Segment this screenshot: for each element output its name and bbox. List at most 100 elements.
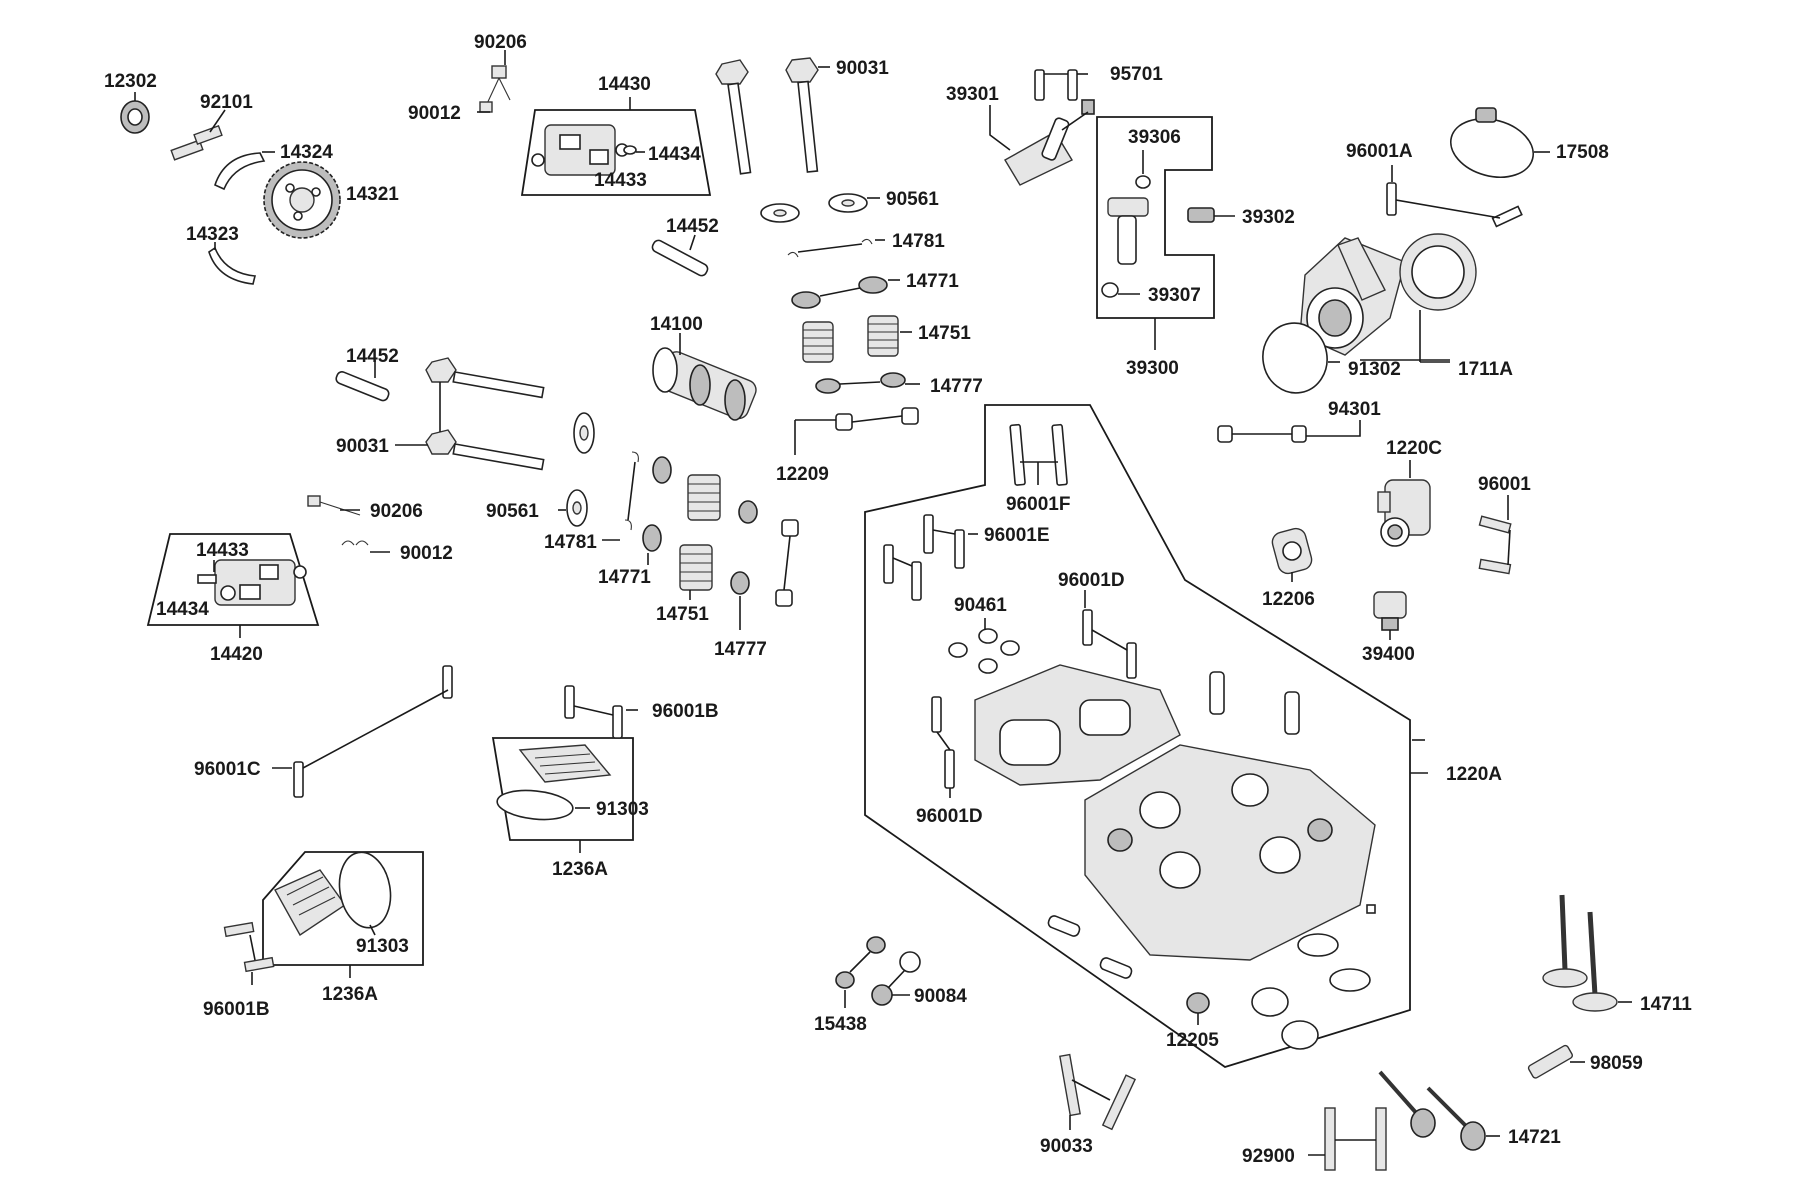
long-bolts-90031-left bbox=[425, 357, 545, 471]
label-14781-top: 14781 bbox=[892, 231, 945, 252]
studs-92900 bbox=[1324, 1107, 1387, 1171]
label-90084: 90084 bbox=[914, 986, 967, 1007]
label-39302: 39302 bbox=[1242, 207, 1295, 228]
o-ring-39306 bbox=[1135, 175, 1151, 189]
label-14771-top: 14771 bbox=[906, 271, 959, 292]
label-96001B-lower: 96001B bbox=[203, 999, 270, 1020]
label-14323: 14323 bbox=[186, 224, 239, 245]
frame-14430 bbox=[520, 109, 712, 196]
seal-ring-12302 bbox=[120, 100, 150, 134]
label-96001F: 96001F bbox=[1006, 494, 1070, 515]
retainer-14324 bbox=[214, 152, 266, 191]
label-90031-left: 90031 bbox=[336, 436, 389, 457]
valve-springs-14751-left bbox=[679, 474, 721, 591]
studs-90033 bbox=[1059, 1053, 1137, 1131]
label-12302: 12302 bbox=[104, 71, 157, 92]
bolts-96001B-upper bbox=[564, 685, 623, 739]
spark-plug-98059 bbox=[1527, 1044, 1574, 1079]
label-14420: 14420 bbox=[210, 644, 263, 665]
label-14433-top: 14433 bbox=[594, 170, 647, 191]
label-15438: 15438 bbox=[814, 1014, 867, 1035]
valve-seals-14777-top bbox=[815, 372, 906, 394]
cylinder-head-1220A bbox=[974, 664, 1376, 1050]
bolts-95701 bbox=[1034, 69, 1078, 101]
small-bolt-90206-top bbox=[479, 65, 511, 113]
valve-seals-14777-left bbox=[730, 500, 758, 595]
parts bbox=[120, 50, 1632, 1171]
plug-15438 bbox=[835, 936, 886, 989]
label-14434-left: 14434 bbox=[156, 599, 209, 620]
label-12206: 12206 bbox=[1262, 589, 1315, 610]
plug-90084 bbox=[871, 951, 921, 1006]
label-14711: 14711 bbox=[1640, 994, 1692, 1015]
injector-39302 bbox=[1107, 197, 1215, 265]
bolts-96001E bbox=[883, 514, 965, 601]
label-90561-top: 90561 bbox=[886, 189, 939, 210]
label-39306: 39306 bbox=[1128, 127, 1181, 148]
washers-90461 bbox=[948, 628, 1020, 674]
label-96001B-upper: 96001B bbox=[652, 701, 719, 722]
label-14721: 14721 bbox=[1508, 1127, 1561, 1148]
label-12209: 12209 bbox=[776, 464, 829, 485]
label-90206-top: 90206 bbox=[474, 32, 527, 53]
valve-springs-14751-top bbox=[802, 315, 899, 363]
sensor-39400 bbox=[1373, 591, 1407, 631]
frame-14420 bbox=[146, 533, 320, 626]
long-bolts-90031-top bbox=[715, 57, 819, 175]
label-14777-top: 14777 bbox=[930, 376, 983, 397]
bolts-96001 bbox=[1478, 515, 1512, 575]
label-14751-left: 14751 bbox=[656, 604, 709, 625]
label-14452-left: 14452 bbox=[346, 346, 399, 367]
injector-holder-39301 bbox=[1004, 99, 1095, 186]
cotters-14781-top bbox=[787, 238, 873, 258]
label-90461: 90461 bbox=[954, 595, 1007, 616]
dowels-94301 bbox=[1217, 425, 1307, 443]
label-1236A-lower: 1236A bbox=[322, 984, 378, 1005]
label-39301: 39301 bbox=[946, 84, 999, 105]
label-92900: 92900 bbox=[1242, 1146, 1295, 1167]
label-96001E: 96001E bbox=[984, 525, 1050, 546]
small-bolt-90206-left bbox=[307, 495, 369, 546]
label-39307: 39307 bbox=[1148, 285, 1201, 306]
label-94301: 94301 bbox=[1328, 399, 1381, 420]
bolts-96001D bbox=[931, 609, 1137, 789]
camshaft-14100 bbox=[652, 347, 757, 421]
cam-sprocket-14321 bbox=[263, 161, 341, 239]
rocker-assembly-14430 bbox=[531, 124, 637, 176]
label-14781-left: 14781 bbox=[544, 532, 597, 553]
frame-1236A-lower bbox=[262, 851, 424, 966]
valves-14721 bbox=[1378, 1070, 1486, 1151]
label-96001D-upper: 96001D bbox=[1058, 570, 1125, 591]
label-14433-left: 14433 bbox=[196, 540, 249, 561]
label-90012-left: 90012 bbox=[400, 543, 453, 564]
label-14434-top: 14434 bbox=[648, 144, 701, 165]
washers-90561-top bbox=[760, 193, 868, 223]
label-14777-left: 14777 bbox=[714, 639, 767, 660]
label-92101: 92101 bbox=[200, 92, 253, 113]
label-39400: 39400 bbox=[1362, 644, 1415, 665]
cover-1236A-upper bbox=[496, 744, 612, 821]
retainer-14323 bbox=[208, 246, 257, 285]
valves-14711 bbox=[1542, 894, 1618, 1012]
label-96001C: 96001C bbox=[194, 759, 261, 780]
label-96001D-lower: 96001D bbox=[916, 806, 983, 827]
dowels-12209 bbox=[775, 407, 919, 607]
label-96001A: 96001A bbox=[1346, 141, 1413, 162]
cover-1236A-lower bbox=[274, 851, 392, 937]
label-90033: 90033 bbox=[1040, 1136, 1093, 1157]
o-ring-39307 bbox=[1101, 282, 1119, 298]
bolts-96001A bbox=[1386, 182, 1523, 228]
label-14771-left: 14771 bbox=[598, 567, 651, 588]
label-14452-top: 14452 bbox=[666, 216, 719, 237]
label-1236A-upper: 1236A bbox=[552, 859, 608, 880]
label-14751-top: 14751 bbox=[918, 323, 971, 344]
label-91303-upper: 91303 bbox=[596, 799, 649, 820]
label-96001: 96001 bbox=[1478, 474, 1531, 495]
pin-14452-left bbox=[335, 371, 390, 402]
spring-retainers-14771-left bbox=[642, 456, 672, 552]
label-90206-left: 90206 bbox=[370, 501, 423, 522]
cotters-14781-left bbox=[624, 451, 639, 531]
label-14100: 14100 bbox=[650, 314, 703, 335]
label-14324: 14324 bbox=[280, 142, 333, 163]
